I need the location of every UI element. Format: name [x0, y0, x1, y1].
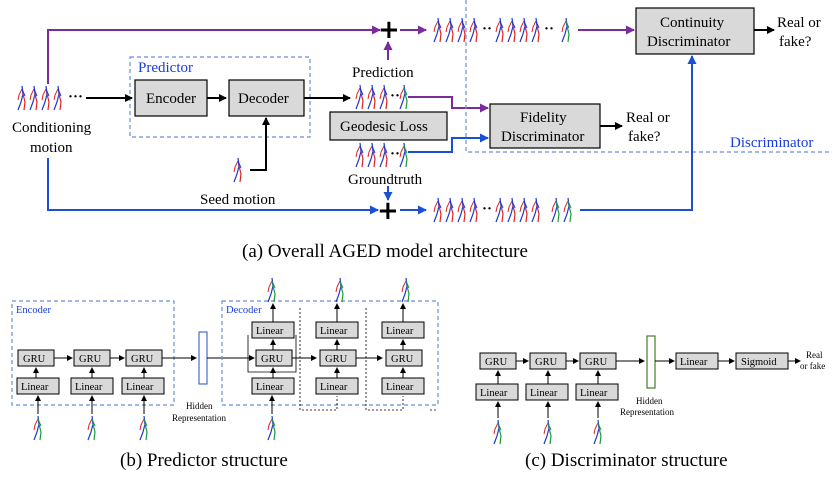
seed-arrow: [250, 117, 270, 171]
continuity-label-1: Continuity: [660, 15, 725, 31]
discriminator-title: Discriminator: [730, 135, 813, 151]
geodesic-loss-box: [329, 111, 448, 141]
svg-text:Linear: Linear: [530, 388, 558, 399]
encoder-cell-1: GRU Linear: [16, 349, 60, 441]
encoder-struct-box: [11, 300, 175, 406]
svg-text:GRU: GRU: [79, 354, 102, 365]
svg-text:··: ··: [482, 21, 492, 37]
blue-plus-icon: +: [377, 196, 399, 226]
seed-motion-label: Seed motion: [200, 192, 276, 208]
svg-text:···: ···: [68, 89, 83, 105]
encoder-label: Encoder: [146, 91, 196, 107]
purple-pred-to-fidelity: [408, 96, 489, 113]
blue-sequence-poses: ··: [433, 197, 572, 223]
svg-text:GRU: GRU: [23, 354, 46, 365]
fidelity-discriminator-box: [489, 103, 601, 149]
disc-linear-label: Linear: [680, 357, 708, 368]
real-fake-1-line2: fake?: [628, 129, 661, 145]
svg-text:··: ··: [482, 201, 492, 217]
svg-text:GRU: GRU: [261, 354, 284, 365]
disc-cell-2: GRU Linear: [525, 352, 569, 445]
prediction-poses: ··: [355, 84, 408, 110]
decoder-cell-2: Linear GRU Linear: [299, 277, 359, 411]
encoder-cell-3: GRU Linear: [121, 349, 165, 441]
svg-text:Linear: Linear: [386, 326, 414, 337]
svg-text:GRU: GRU: [131, 354, 154, 365]
decoder-label: Decoder: [238, 91, 289, 107]
continuity-label-2: Discriminator: [647, 34, 730, 50]
svg-text:Linear: Linear: [75, 382, 103, 393]
prediction-label: Prediction: [352, 65, 414, 81]
svg-text:GRU: GRU: [485, 357, 508, 368]
encoder-box: [134, 79, 208, 117]
hidden-rep-c-1: Hidden: [636, 396, 663, 406]
decoder-box: [228, 79, 305, 117]
hidden-rep-bar-b: [198, 331, 208, 385]
disc-cell-3: GRU Linear: [575, 352, 619, 445]
disc-cell-1: GRU Linear: [475, 352, 519, 445]
discriminator-region: [465, 0, 831, 153]
groundtruth-label: Groundtruth: [348, 172, 423, 188]
real-fake-2-line1: Real or: [777, 15, 821, 31]
svg-text:Linear: Linear: [21, 382, 49, 393]
fidelity-label-1: Fidelity: [520, 110, 567, 126]
encoder-cell-2: GRU Linear: [70, 349, 114, 441]
groundtruth-poses: ··: [355, 142, 408, 168]
svg-text:Linear: Linear: [580, 388, 608, 399]
svg-text:··: ··: [390, 88, 400, 104]
decoder-cell-3: Linear GRU Linear: [365, 277, 425, 411]
disc-real-1: Real: [806, 350, 823, 360]
blue-gt-to-fidelity: [408, 133, 489, 153]
real-fake-1-line1: Real or: [626, 110, 670, 126]
caption-c: (c) Discriminator structure: [525, 450, 728, 471]
purple-plus-icon: +: [378, 15, 400, 45]
svg-text:Linear: Linear: [256, 326, 284, 337]
hidden-rep-b-2: Representation: [172, 413, 226, 423]
svg-text:GRU: GRU: [391, 354, 414, 365]
hidden-rep-bar-c: [646, 335, 656, 389]
svg-text:Linear: Linear: [480, 388, 508, 399]
svg-text:Linear: Linear: [386, 382, 414, 393]
decoder-struct-box: [221, 300, 439, 406]
blue-path-bottom: [47, 158, 379, 215]
svg-text:Linear: Linear: [126, 382, 154, 393]
svg-text:Linear: Linear: [256, 382, 284, 393]
purple-path-up: [47, 25, 381, 84]
svg-text:··: ··: [390, 146, 400, 162]
svg-text:Linear: Linear: [320, 382, 348, 393]
encoder-struct-title: Encoder: [16, 305, 51, 316]
svg-text:··: ··: [544, 21, 554, 37]
decoder-struct-title: Decoder: [226, 305, 262, 316]
conditioning-motion-poses: ···: [17, 85, 83, 111]
svg-text:GRU: GRU: [585, 357, 608, 368]
svg-text:GRU: GRU: [325, 354, 348, 365]
caption-a: (a) Overall AGED model architecture: [242, 241, 528, 262]
dec-feedback-1: [247, 335, 297, 373]
decoder-cell-1: Linear GRU Linear: [251, 277, 295, 441]
svg-text:GRU: GRU: [535, 357, 558, 368]
hidden-rep-c-2: Representation: [620, 407, 674, 417]
disc-real-2: or fake: [800, 361, 825, 371]
geodesic-loss-label: Geodesic Loss: [340, 119, 428, 135]
conditioning-label-1: Conditioning: [12, 120, 92, 136]
svg-text:Linear: Linear: [320, 326, 348, 337]
fidelity-label-2: Discriminator: [501, 129, 584, 145]
blue-to-continuity: [580, 55, 697, 211]
seed-motion-pose: [233, 157, 242, 183]
sigmoid-label: Sigmoid: [741, 357, 777, 368]
conditioning-label-2: motion: [30, 140, 73, 156]
purple-sequence-poses: ·· ··: [433, 17, 570, 43]
caption-b: (b) Predictor structure: [120, 450, 288, 471]
predictor-title: Predictor: [138, 60, 193, 76]
hidden-rep-b-1: Hidden: [186, 401, 213, 411]
real-fake-2-line2: fake?: [779, 34, 812, 50]
